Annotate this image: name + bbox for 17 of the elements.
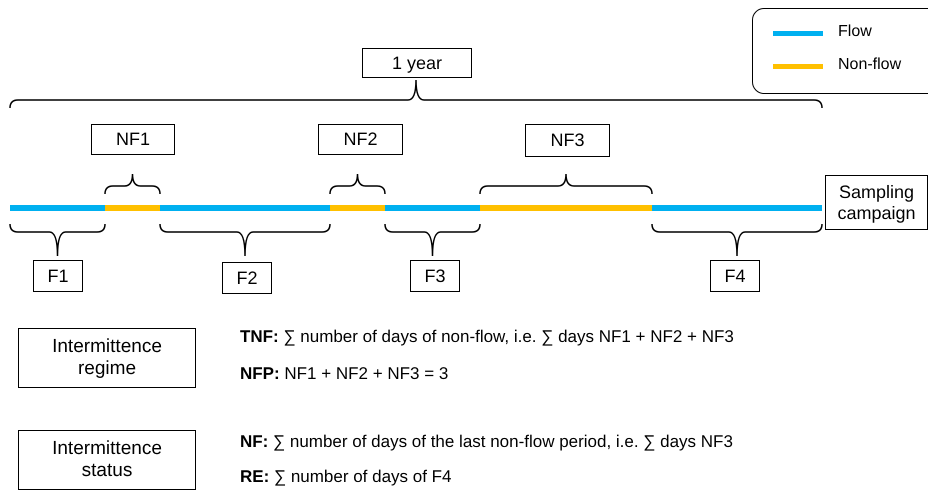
category-box: Intermittence regime (18, 328, 196, 388)
sampling-box: Sampling campaign (825, 175, 928, 230)
definition-text: NFP: NF1 + NF2 + NF3 = 3 (240, 364, 448, 384)
definition-text: TNF: ∑ number of days of non-flow, i.e. ∑ days NF1 + NF2 + NF3 (240, 327, 734, 347)
period-box: F2 (222, 262, 272, 294)
period-box: F4 (710, 260, 760, 292)
definition-text: RE: ∑ number of days of F4 (240, 467, 452, 487)
period-box: 1 year (362, 48, 472, 78)
category-box: Intermittence status (18, 430, 196, 490)
legend-label: Flow (838, 23, 872, 41)
definition-text: NF: ∑ number of days of the last non-flow period, i.e. ∑ days NF3 (240, 432, 733, 452)
period-box: NF1 (91, 124, 175, 155)
period-box: NF3 (525, 124, 610, 157)
period-box: F3 (410, 260, 460, 292)
period-box: NF2 (318, 124, 403, 155)
legend-label: Non-flow (838, 56, 902, 74)
period-box: F1 (33, 260, 83, 292)
